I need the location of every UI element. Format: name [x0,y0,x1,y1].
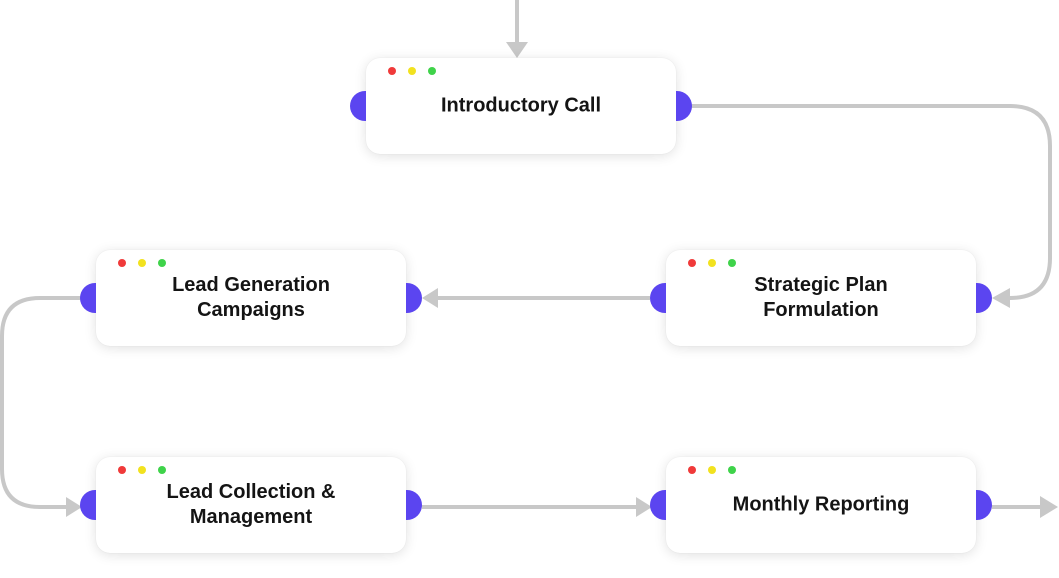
red-dot-icon [688,259,696,267]
output-port[interactable] [976,490,992,520]
step-label: Monthly Reporting [732,493,910,516]
input-port[interactable] [406,283,422,313]
output-port[interactable] [80,283,96,313]
red-dot-icon [118,466,126,474]
step-card-introductory-call[interactable]: Introductory Call [350,58,692,154]
step-card-lead-generation[interactable]: Lead Generation Campaigns [80,250,422,346]
green-dot-icon [158,259,166,267]
step-label: Lead Collection & Management [166,481,336,528]
yellow-dot-icon [708,466,716,474]
step-card-strategic-plan[interactable]: Strategic Plan Formulation [650,250,992,346]
window-dots [118,466,166,474]
arrowhead-strategic [992,288,1010,308]
window-dots [688,466,736,474]
connector-leadgen-to-leadcollect [0,296,82,509]
red-dot-icon [118,259,126,267]
arrowhead-incoming [506,42,528,58]
connector-intro-to-strategic [690,104,1052,300]
green-dot-icon [728,259,736,267]
input-port[interactable] [976,283,992,313]
step-label: Introductory Call [440,94,601,117]
output-port[interactable] [406,490,422,520]
green-dot-icon [428,67,436,75]
yellow-dot-icon [408,67,416,75]
red-dot-icon [688,466,696,474]
green-dot-icon [728,466,736,474]
arrowhead-leadcollect [66,497,82,517]
yellow-dot-icon [138,466,146,474]
step-card-monthly-reporting[interactable]: Monthly Reporting [650,457,992,553]
step-card-lead-collection[interactable]: Lead Collection & Management [80,457,422,553]
arrowhead-outgoing [1040,496,1058,518]
output-port[interactable] [676,91,692,121]
input-port[interactable] [80,490,96,520]
green-dot-icon [158,466,166,474]
step-label: Lead Generation Campaigns [172,274,330,321]
window-dots [688,259,736,267]
window-dots [388,67,436,75]
step-label: Strategic Plan Formulation [754,274,888,321]
input-port[interactable] [350,91,366,121]
yellow-dot-icon [708,259,716,267]
arrowhead-reporting [636,497,652,517]
yellow-dot-icon [138,259,146,267]
output-port[interactable] [650,283,666,313]
red-dot-icon [388,67,396,75]
window-dots [118,259,166,267]
input-port[interactable] [650,490,666,520]
arrowhead-leadgen [422,288,438,308]
